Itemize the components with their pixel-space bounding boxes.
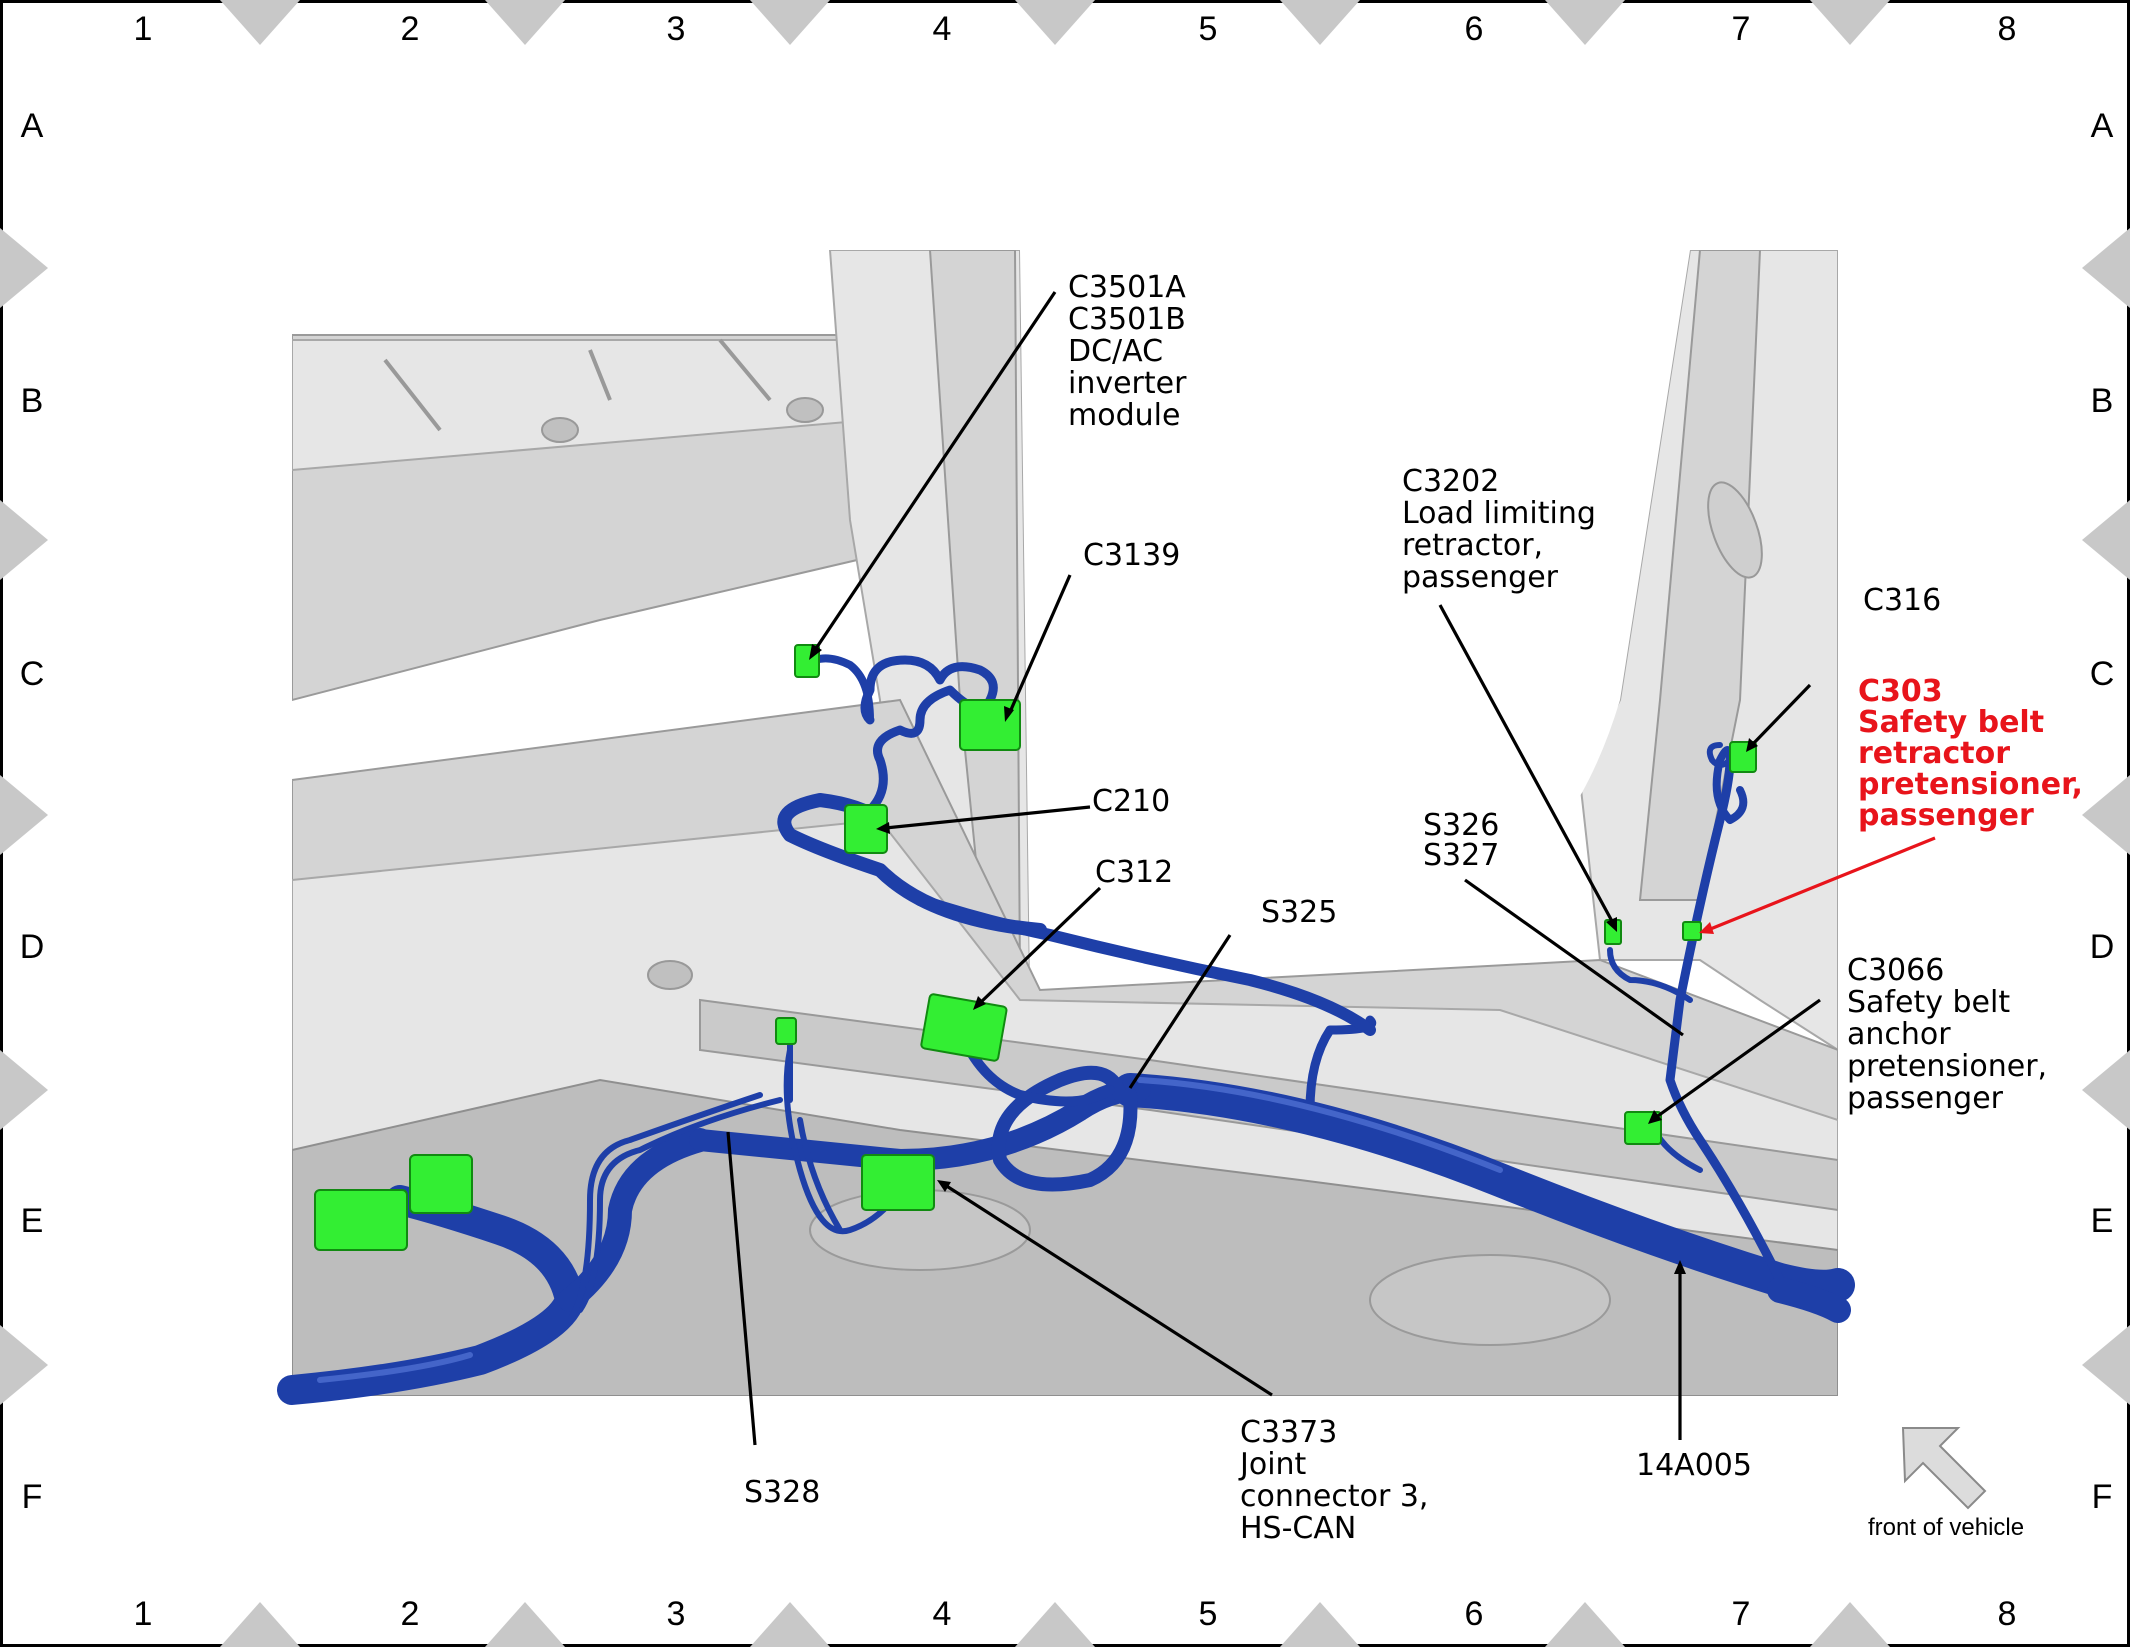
callout-line: Safety belt [1858,705,2044,740]
front-of-vehicle-indicator: front of vehicle [1868,1427,2024,1541]
callout-line: retractor [1858,736,2010,771]
row-label: C [20,655,45,693]
col-label: 1 [134,1595,153,1633]
callout-c303-highlighted: C303 Safety belt retractor pretensioner,… [1858,674,2083,833]
col-label: 6 [1465,1595,1484,1633]
row-label: B [21,382,44,420]
grid-rows-left: A B C D E F [20,107,45,1516]
callout-line: C3202 [1402,464,1499,499]
callout-line: anchor [1847,1017,1951,1052]
callout-line: pretensioner, [1858,767,2083,802]
callout-line: pretensioner, [1847,1049,2047,1084]
col-label: 4 [933,1595,952,1633]
callout-line: S326 [1423,808,1499,843]
callout-line: passenger [1847,1081,2004,1116]
direction-arrow-icon [1901,1427,1987,1510]
callout-s325: S325 [1261,895,1337,930]
row-label: D [2090,928,2115,966]
callout-line: HS-CAN [1240,1511,1356,1546]
row-label: A [2091,107,2114,145]
col-label: 5 [1199,10,1218,48]
callout-line: C312 [1095,855,1173,890]
grid-columns-bottom: 1 2 3 4 5 6 7 8 [134,1595,2017,1633]
col-label: 4 [933,10,952,48]
callout-line: inverter [1068,366,1187,401]
row-label: A [21,107,44,145]
wiring-harness-14A005 [277,654,1855,1405]
col-label: 3 [667,1595,686,1633]
callout-line: DC/AC [1068,334,1163,369]
callout-line: C3501A [1068,270,1186,305]
connector-c303 [1682,921,1702,941]
callout-line: S328 [744,1475,820,1510]
callout-line: C3066 [1847,953,1944,988]
vehicle-body-illustration [292,250,1838,1396]
connector-left-1 [314,1189,408,1251]
callout-c316: C316 [1863,583,1941,618]
callout-s328: S328 [744,1475,820,1510]
connector-c3373 [861,1154,935,1211]
callout-line: Safety belt [1847,985,2010,1020]
callout-line: 14A005 [1636,1448,1752,1483]
callout-s326-s327: S326 S327 [1423,808,1499,873]
col-label: 5 [1199,1595,1218,1633]
col-label: 8 [1998,10,2017,48]
callout-line: S325 [1261,895,1337,930]
row-label: F [22,1478,43,1516]
callout-line: C3139 [1083,538,1180,573]
callout-line: module [1068,398,1180,433]
callout-c3373: C3373 Joint connector 3, HS-CAN [1238,1415,1428,1546]
connector-c312 [920,993,1008,1062]
grid-rows-right: A B C D E F [2090,107,2115,1516]
callout-line: C303 [1858,674,1943,709]
row-label: F [2092,1478,2113,1516]
connector-small-top [775,1017,797,1045]
callout-line: connector 3, [1240,1479,1428,1514]
callout-line: C210 [1092,784,1170,819]
callout-line: S327 [1423,838,1499,873]
callout-line: C3373 [1240,1415,1337,1450]
leader-lines [726,291,1936,1446]
col-label: 1 [134,10,153,48]
callout-c3501: C3501A C3501B DC/AC inverter module [1068,270,1187,433]
col-label: 2 [401,10,420,48]
row-label: D [20,928,45,966]
grid-columns-top: 1 2 3 4 5 6 7 8 [134,10,2017,48]
col-label: 7 [1732,1595,1751,1633]
callout-line: retractor, [1402,528,1543,563]
callout-c3066: C3066 Safety belt anchor pretensioner, p… [1847,953,2047,1116]
row-label: E [2091,1202,2114,1240]
row-label: E [21,1202,44,1240]
callout-line: Load limiting [1402,496,1596,531]
callout-line: Joint [1238,1447,1307,1482]
callout-c312: C312 [1095,855,1173,890]
col-label: 6 [1465,10,1484,48]
callout-line: C316 [1863,583,1941,618]
callout-line: passenger [1858,798,2034,833]
callout-line: C3501B [1068,302,1186,337]
connectors [314,644,1757,1251]
row-label: B [2091,382,2114,420]
col-label: 2 [401,1595,420,1633]
callout-c3202: C3202 Load limiting retractor, passenger [1402,464,1596,595]
callout-14a005: 14A005 [1636,1448,1752,1483]
row-label: C [2090,655,2115,693]
callout-c3139: C3139 [1083,538,1180,573]
col-label: 7 [1732,10,1751,48]
callout-line: passenger [1402,560,1559,595]
callout-c210: C210 [1092,784,1170,819]
col-label: 3 [667,10,686,48]
connector-left-2 [409,1154,473,1214]
front-of-vehicle-label: front of vehicle [1868,1514,2024,1541]
col-label: 8 [1998,1595,2017,1633]
